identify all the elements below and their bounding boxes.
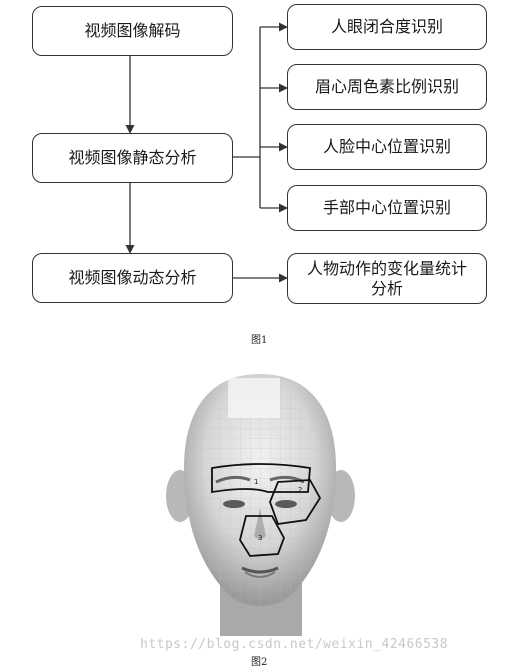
region-label-3: 3 bbox=[258, 534, 262, 542]
figure-1-caption: 图1 bbox=[251, 335, 268, 346]
box-dynamic-analysis: 视频图像动态分析 bbox=[32, 253, 233, 303]
nose bbox=[254, 508, 266, 539]
nose-region-outline bbox=[239, 515, 285, 557]
watermark-text: https://blog.csdn.net/weixin_42466538 bbox=[140, 637, 449, 652]
box-video-decode-label: 视频图像解码 bbox=[84, 21, 181, 40]
box-hand-center-label: 手部中心位置识别 bbox=[322, 198, 451, 217]
mouth bbox=[241, 566, 279, 574]
box-motion-stats: 人物动作的变化量统计分析 bbox=[287, 253, 487, 304]
box-hand-center: 手部中心位置识别 bbox=[287, 185, 487, 231]
forehead-highlight bbox=[228, 378, 280, 418]
region-label-1: 1 bbox=[254, 478, 258, 486]
figure-2-caption: 图2 bbox=[251, 657, 268, 668]
box-static-analysis-label: 视频图像静态分析 bbox=[68, 148, 197, 167]
box-eye-closure-label: 人眼闭合度识别 bbox=[330, 17, 443, 36]
face-figure: 1 2 3 bbox=[166, 374, 355, 636]
box-eye-closure: 人眼闭合度识别 bbox=[287, 4, 487, 50]
box-motion-stats-label: 人物动作的变化量统计分析 bbox=[306, 258, 467, 298]
box-static-analysis: 视频图像静态分析 bbox=[32, 133, 233, 183]
flowchart-connectors bbox=[125, 22, 288, 283]
left-eye bbox=[223, 500, 245, 508]
region-label-2: 2 bbox=[298, 486, 302, 494]
left-eyebrow bbox=[215, 475, 251, 484]
right-eye bbox=[275, 500, 297, 508]
box-video-decode: 视频图像解码 bbox=[32, 6, 233, 56]
eye-region-outline bbox=[269, 479, 322, 525]
box-face-center: 人脸中心位置识别 bbox=[287, 124, 487, 170]
box-brow-ratio-label: 眉心周色素比例识别 bbox=[314, 77, 459, 96]
box-face-center-label: 人脸中心位置识别 bbox=[322, 137, 451, 156]
box-dynamic-analysis-label: 视频图像动态分析 bbox=[68, 268, 197, 287]
lower-lip bbox=[244, 571, 276, 578]
box-brow-ratio: 眉心周色素比例识别 bbox=[287, 64, 487, 110]
